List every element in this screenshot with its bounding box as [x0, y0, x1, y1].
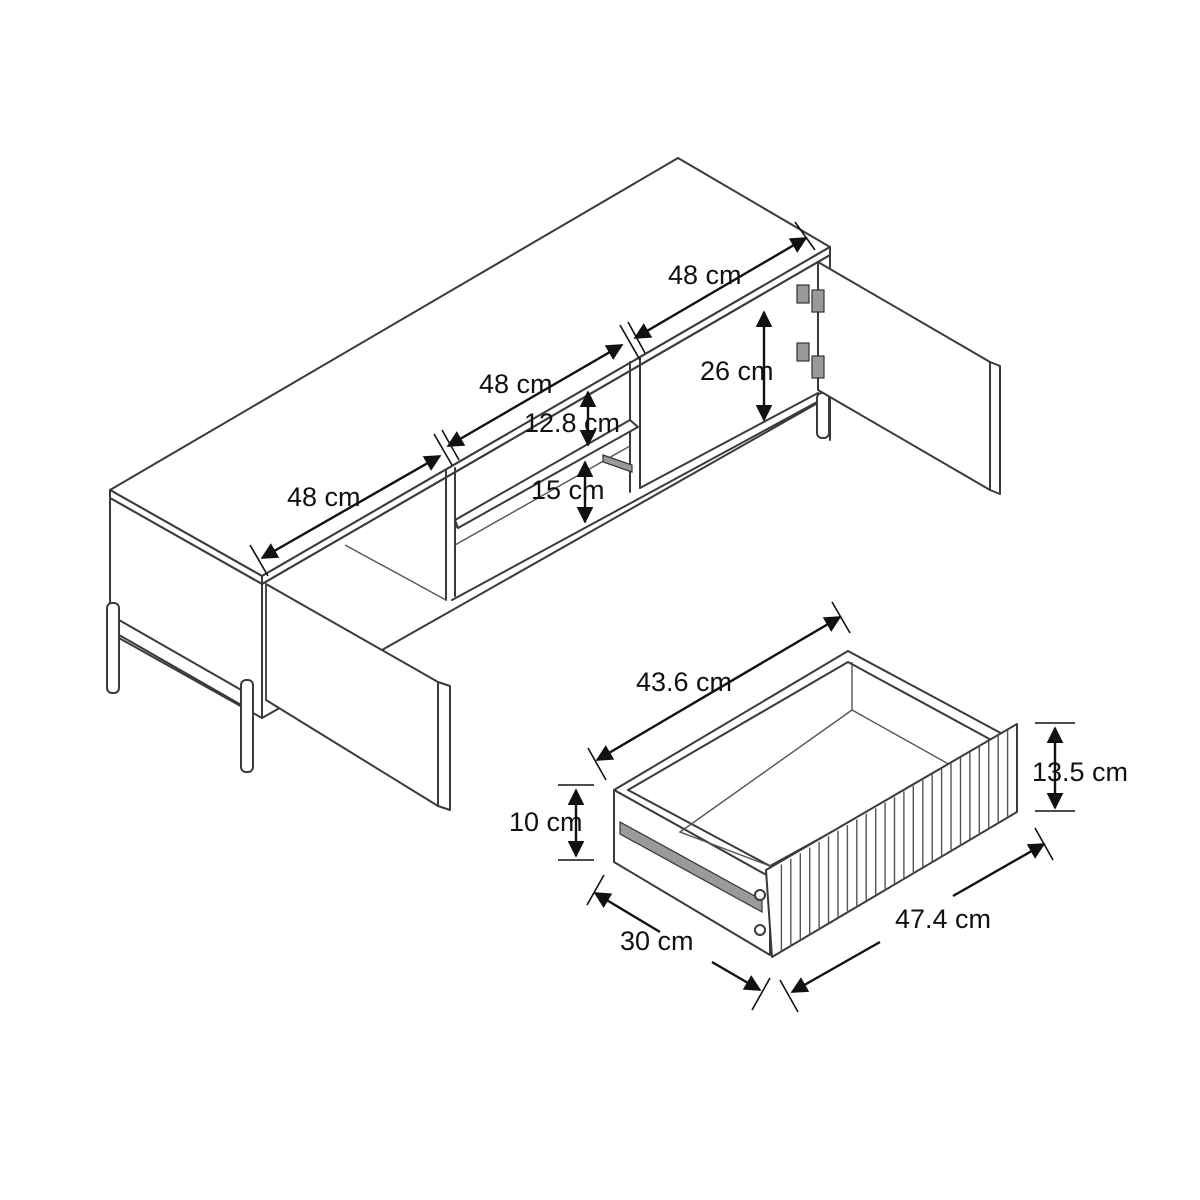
left-open-door	[265, 583, 439, 807]
drawer-fluting	[780, 729, 1009, 952]
drawer	[613, 650, 1018, 958]
label-upper-shelf-height: 12.8 cm	[524, 408, 620, 438]
label-top-middle-width: 48 cm	[479, 369, 553, 399]
right-open-door	[817, 261, 991, 491]
label-drawer-front-height: 13.5 cm	[1032, 757, 1128, 787]
label-drawer-inner-length: 43.6 cm	[636, 667, 732, 697]
label-drawer-side-height: 10 cm	[509, 807, 583, 837]
dimension-lines	[249, 221, 1075, 1013]
label-lower-shelf-height: 15 cm	[531, 475, 605, 505]
cabinet-legs	[106, 392, 830, 773]
label-drawer-depth: 30 cm	[620, 926, 694, 956]
dimension-labels: 48 cm 48 cm 48 cm 26 cm 12.8 cm 15 cm 43…	[287, 260, 1128, 956]
label-top-left-width: 48 cm	[287, 482, 361, 512]
middle-shelf	[454, 419, 639, 529]
label-drawer-front-width: 47.4 cm	[895, 904, 991, 934]
label-top-right-width: 48 cm	[668, 260, 742, 290]
drawer-runner	[619, 820, 763, 914]
label-right-compartment-height: 26 cm	[700, 356, 774, 386]
